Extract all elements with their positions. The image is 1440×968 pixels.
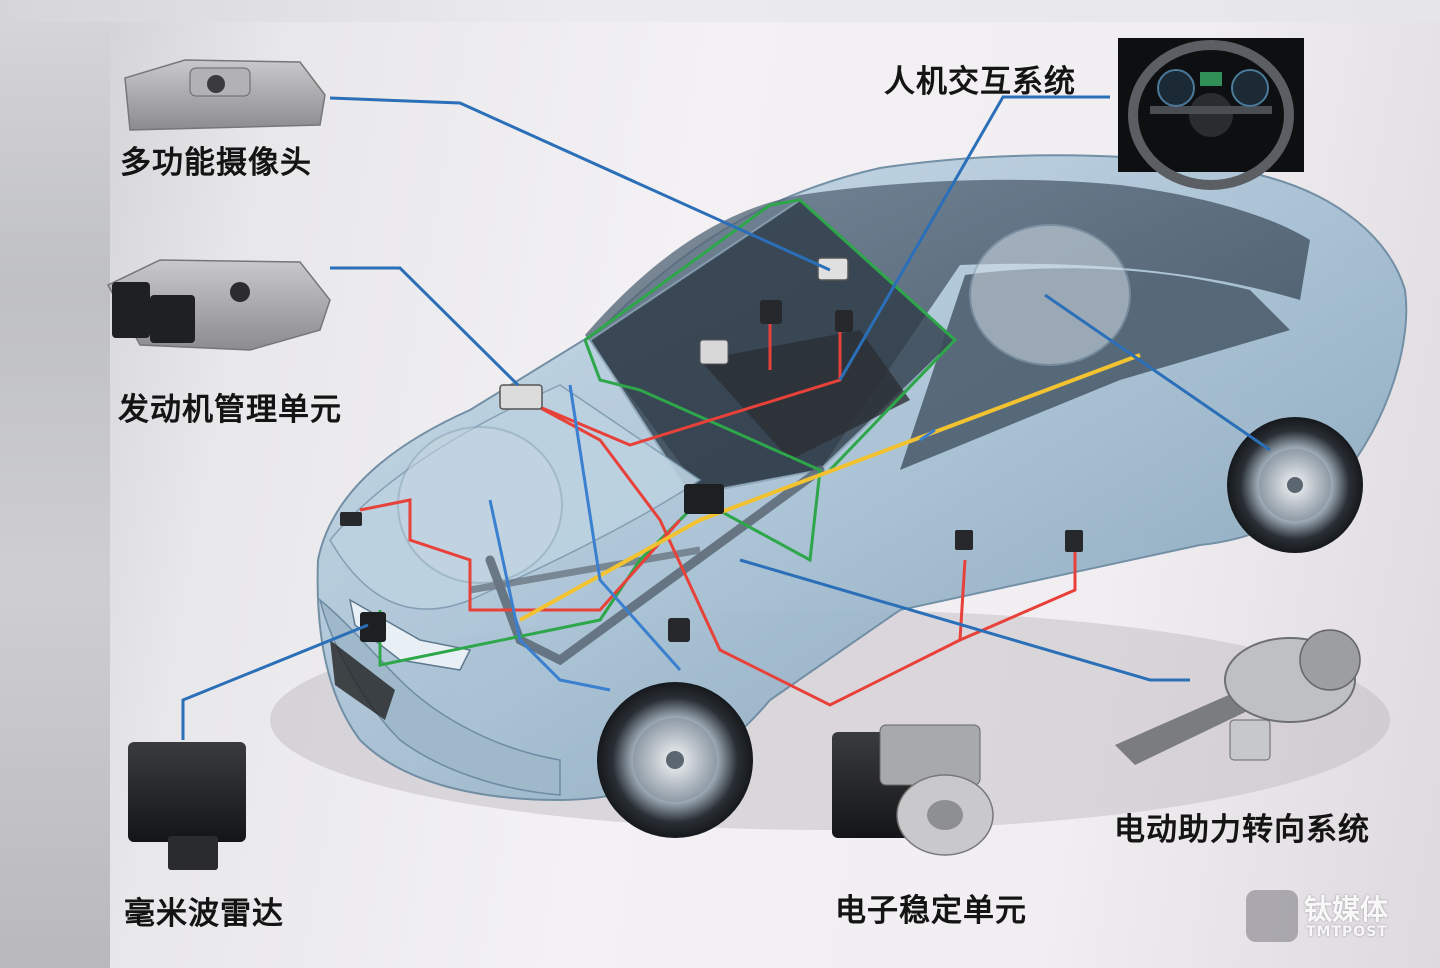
label-hmi: 人机交互系统 [884, 64, 1076, 100]
steering-column [485, 465, 825, 666]
sensor-seat [760, 300, 782, 324]
watermark: 钛媒体 TMTPOST [1246, 888, 1416, 948]
background-top-strip [0, 0, 1440, 22]
hmi-dashboard-image [1118, 38, 1304, 190]
inner-rear-wheel [969, 224, 1131, 366]
leader-radar [181, 623, 369, 740]
sensor-door-1 [955, 530, 973, 550]
tmtpost-logo-icon [1246, 890, 1298, 942]
sensor-wheel [668, 618, 690, 642]
leader-camera [329, 96, 831, 272]
watermark-subtitle: TMTPOST [1306, 924, 1388, 940]
sensor-door-2 [1065, 530, 1083, 552]
label-eps: 电动助力转向系统 [1114, 812, 1370, 848]
esc-module-on-car [684, 484, 724, 514]
radar-device-image [128, 742, 246, 870]
wire-blue-door [919, 428, 936, 442]
car-seats [700, 330, 910, 460]
front-wheel [597, 682, 753, 838]
wire-blue-front [488, 499, 611, 692]
wire-yellow [519, 353, 1141, 622]
ecu-device-image [106, 259, 331, 351]
controller-center [699, 339, 729, 365]
camera-module-on-car [817, 257, 849, 281]
wire-blue-mid [568, 384, 682, 671]
watermark-title: 钛媒体 [1304, 893, 1389, 926]
label-radar: 毫米波雷达 [124, 896, 284, 932]
leader-ecu [330, 266, 520, 387]
eps-device-image [1115, 629, 1361, 765]
wire-red-main [534, 330, 842, 447]
leader-eps [739, 558, 1190, 682]
car-grille [330, 640, 395, 720]
label-camera: 多功能摄像头 [120, 145, 312, 181]
sensor-front [340, 512, 362, 526]
wire-green-roof [584, 198, 958, 472]
esc-device-image [832, 724, 994, 856]
label-ecu: 发动机管理单元 [118, 392, 342, 428]
inner-front-wheel [397, 426, 563, 584]
leader-hmi [838, 95, 1110, 381]
sensor-seat-2 [835, 310, 853, 332]
ecu-module-on-car [499, 384, 543, 410]
wire-red-door [959, 540, 1077, 642]
background-road-photo [0, 0, 110, 968]
wire-red-front [359, 498, 682, 612]
rear-wheel [1227, 417, 1363, 553]
label-esc: 电子稳定单元 [835, 893, 1027, 929]
radar-module-on-car [360, 612, 386, 642]
camera-device-image [124, 59, 326, 131]
wire-green [378, 339, 822, 667]
leader-hmi-b [1044, 293, 1271, 452]
